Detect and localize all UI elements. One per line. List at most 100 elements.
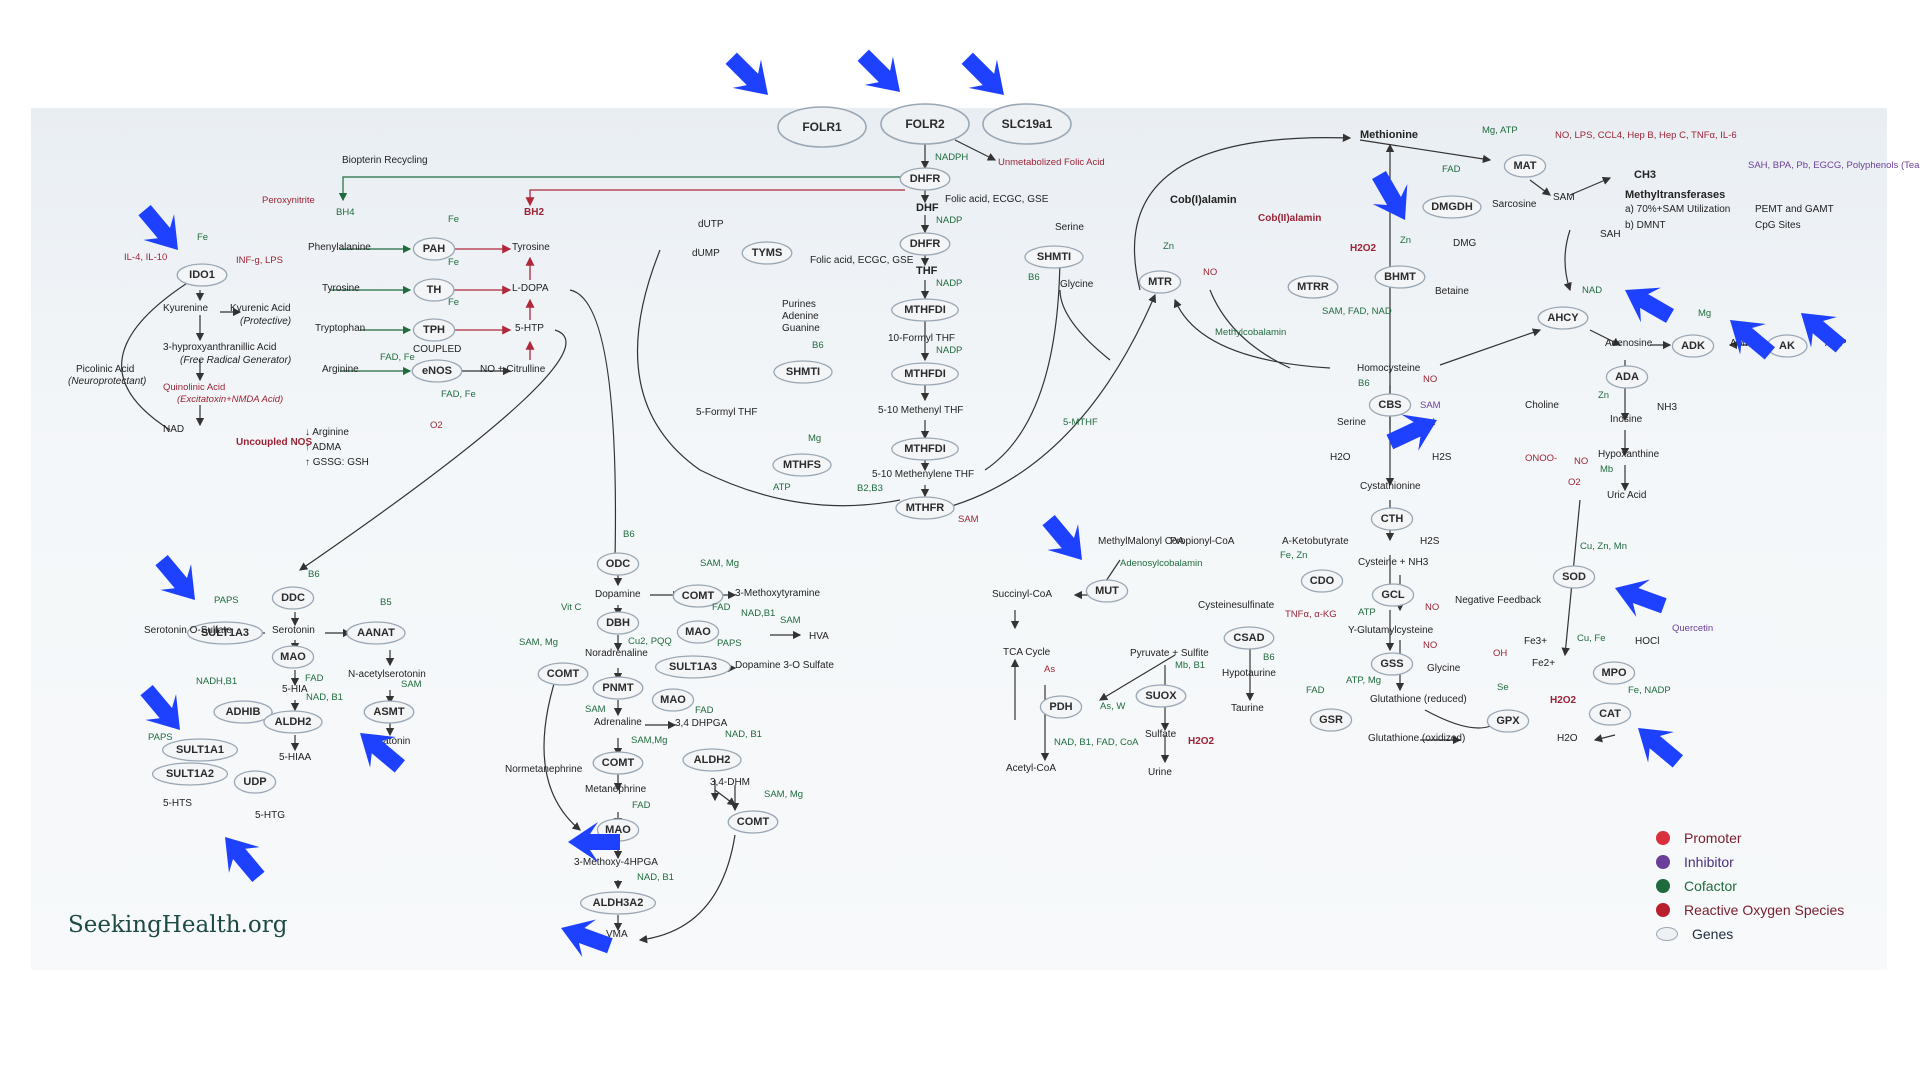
label-melatonin: Melatonin [367,736,410,747]
label-methionine: Methionine [1360,129,1418,141]
label-no_citrulline: NO + Citrulline [480,364,546,375]
gene-label: MTR [1148,276,1172,288]
label-inosine: Inosine [1610,414,1643,425]
label-gssg: ↑ GSSG: GSH [305,457,369,468]
label-fad4: FAD [632,800,651,811]
label-vma: VMA [606,929,628,940]
gene-label: MPO [1601,667,1627,679]
gene-adk: ADK [1671,334,1715,358]
label-ch3: CH3 [1634,169,1656,181]
label-formylthf10: 10-Formyl THF [888,333,955,344]
gene-ada: ADA [1605,365,1649,389]
label-dop_sulf: Dopamine 3-O Sulfate [735,660,834,671]
gene-suox: SUOX [1135,684,1187,708]
gene-label: DDC [281,592,305,604]
gene-shmti1: SHMTI [1024,245,1084,269]
label-serine1: Serine [1055,222,1084,233]
gene-label: SUOX [1145,690,1177,702]
legend-label: Cofactor [1684,878,1737,894]
label-hiaa5: 5-HIAA [279,752,312,763]
gene-label: CAT [1599,708,1621,720]
label-b6e: B6 [1358,378,1370,389]
gene-label: TH [427,284,442,296]
label-b2b3: B2,B3 [857,483,883,494]
label-mbb1: Mb, B1 [1175,660,1205,671]
label-tyrosine1: Tyrosine [322,283,360,294]
label-kyurenine: Kyurenine [163,303,208,314]
label-nacetyl: N-acetylserotonin [348,669,426,680]
label-gsh: Glutathione (reduced) [1370,694,1467,705]
label-fenadp: Fe, NADP [1628,685,1671,696]
label-tryptophan: Tryptophan [315,323,365,334]
label-formylthf5: 5-Formyl THF [696,407,757,418]
label-h2o2a: H2O2 [1188,736,1215,747]
label-nadb1d: NAD, B1 [637,872,674,883]
label-samg2: SAM, Mg [519,637,558,648]
label-neuroprot: (Neuroprotectant) [68,376,146,387]
label-folic2: Folic acid, ECGC, GSE [810,255,914,266]
gene-comt4: COMT [727,810,779,834]
label-quercetin: Quercetin [1672,623,1713,634]
gene-label: DMGDH [1431,201,1473,213]
gene-mao1: MAO [271,645,315,669]
label-adma: ↑ ADMA [305,442,341,453]
gene-odc: ODC [596,552,640,576]
gene-label: CSAD [1233,632,1264,644]
label-adenine: Adenine [782,311,819,322]
label-zn1: Zn [1163,241,1174,252]
label-betaine: Betaine [1435,286,1469,297]
highlight-arrow-icon [1615,579,1667,618]
label-quinolinic: Quinolinic Acid [163,382,225,393]
label-nadb1c: NAD, B1 [725,729,762,740]
label-bh2: BH2 [524,207,544,218]
label-b6h: B6 [1263,652,1275,663]
label-paps3: PAPS [717,638,742,649]
folr1-label: FOLR1 [802,120,842,134]
highlight-arrow-icon [138,205,178,250]
gene-label: GCL [1381,589,1405,601]
label-h2s2: H2S [1420,536,1440,547]
label-ygc: Y-Glutamylcysteine [1348,625,1434,636]
gene-gsr: GSR [1309,708,1353,732]
gene-label: MAO [605,824,631,836]
label-fe2: Fe2+ [1532,658,1555,669]
gene-tyms: TYMS [741,241,793,265]
label-no5: NO [1423,640,1437,651]
label-adocob: Adenosylcobalamin [1120,558,1202,569]
label-acetylcoa: Acetyl-CoA [1006,763,1056,774]
label-sarcosine: Sarcosine [1492,199,1537,210]
label-guanine: Guanine [782,323,820,334]
gene-bhmt: BHMT [1374,265,1426,289]
gene-label: ALDH3A2 [593,897,644,909]
label-fadfe2: FAD, Fe [441,389,476,400]
label-noradrenaline: Noradrenaline [585,648,648,659]
label-htg5: 5-HTG [255,810,285,821]
label-mb: Mb [1600,464,1613,475]
label-fad6: FAD [1306,685,1325,696]
label-fad5: FAD [1442,164,1461,175]
label-b6f: B6 [812,340,824,351]
label-fe3: Fe3+ [1524,636,1547,647]
label-il4: IL-4, IL-10 [124,252,167,263]
label-nadhb1: NADH,B1 [196,676,237,687]
label-tyrosine2: Tyrosine [512,242,550,253]
gene-mtrr: MTRR [1287,275,1339,299]
label-b6a: B6 [308,569,320,580]
label-nadp2: NADP [936,278,962,289]
label-cobalamin1: Cob(I)alamin [1170,194,1237,206]
highlight-arrow-icon [568,822,620,862]
gene-label: TYMS [752,247,783,259]
label-phenylalanine: Phenylalanine [308,242,371,253]
label-cysteine_nh3: Cysteine + NH3 [1358,557,1429,568]
gene-label: MTHFR [906,502,945,514]
label-normetaneph: Normetanephrine [505,764,583,775]
label-bh4: BH4 [336,207,354,218]
gene-label: BHMT [1384,271,1416,283]
gene-ido1: IDO1 [176,263,228,287]
gene-asmt: ASMT [363,700,415,724]
label-ldopa: L-DOPA [512,283,549,294]
label-homocysteine: Homocysteine [1357,363,1421,374]
gene-label: ALDH2 [275,716,312,728]
label-zn3: Zn [1598,390,1609,401]
gene-label: SHMTI [1037,251,1071,263]
